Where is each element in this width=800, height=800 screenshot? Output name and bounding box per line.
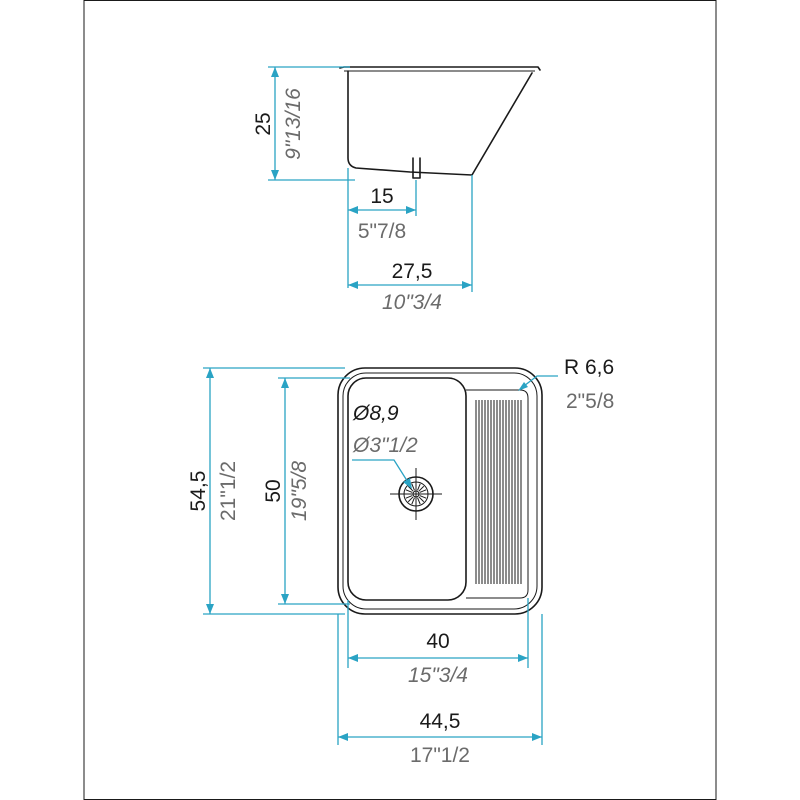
top-drain-in-label: Ø3"1/2: [352, 434, 418, 457]
drain-spoke: [407, 485, 414, 492]
side-width-arrow-left: [348, 281, 358, 289]
top-radius-in-label: 2"5/8: [566, 390, 614, 413]
drain-crosshair: [390, 468, 442, 520]
side-depth-dimension-line: [268, 66, 355, 181]
top-view: Ø8,9 Ø3"1/2 R 6,6 2"5/8 54,5 21"1/2 50 1…: [187, 356, 614, 767]
top-outer-width-dimension-line: [337, 614, 543, 745]
side-view-bowl-profile: [347, 70, 533, 176]
top-drain-leader-arrow: [403, 478, 412, 489]
drain-spoke: [417, 497, 421, 505]
top-outer-length-in-label: 21"1/2: [217, 461, 240, 521]
side-view-drain: [412, 157, 421, 179]
top-view-washboard-ribs: [475, 400, 522, 584]
side-width-cm-label: 27,5: [392, 260, 433, 283]
top-inner-width-cm-label: 40: [426, 630, 449, 653]
top-outer-width-arrow-left: [338, 733, 348, 741]
top-outer-width-arrow-right: [532, 733, 542, 741]
top-inner-width-arrow-left: [348, 654, 358, 662]
top-view-washboard-panel: [466, 389, 529, 599]
drawing-border: [83, 0, 717, 800]
side-view: 25 9"13/16 15 5"7/8 27,5 10"3/4: [252, 66, 541, 314]
top-view-inner-rim: [342, 372, 538, 610]
drain-spoke: [411, 497, 415, 505]
top-outer-width-cm-label: 44,5: [420, 710, 461, 733]
drain-spoke: [405, 489, 413, 493]
top-drain-cm-label: Ø8,9: [352, 402, 399, 425]
drain-spoke: [418, 496, 425, 503]
side-depth-arrow-top: [271, 67, 279, 77]
drain-spoke: [411, 483, 415, 491]
top-inner-length-arrow-bottom: [281, 594, 289, 604]
drain-spoke: [407, 496, 414, 503]
top-radius-leader-arrow: [518, 382, 528, 391]
top-outer-length-arrow-bottom: [206, 604, 214, 614]
top-inner-length-in-label: 19"5/8: [288, 461, 311, 521]
drain-spoke: [419, 495, 427, 499]
side-drain-offset-cm-label: 15: [370, 185, 393, 208]
side-drain-offset-in-label: 5"7/8: [358, 220, 406, 243]
top-inner-length-cm-label: 50: [262, 479, 285, 502]
side-width-arrow-right: [462, 281, 472, 289]
top-radius-cm-label: R 6,6: [564, 356, 614, 379]
top-outer-length-dimension-line: [203, 367, 345, 615]
top-outer-length-arrow-top: [206, 368, 214, 378]
top-view-outer-rim: [337, 367, 543, 615]
side-drain-offset-arrow-right: [406, 206, 416, 214]
drain-spoke: [419, 489, 427, 493]
top-outer-length-cm-label: 54,5: [187, 471, 210, 512]
side-drain-offset-arrow-left: [348, 206, 358, 214]
top-inner-length-arrow-top: [281, 378, 289, 388]
top-inner-length-dimension-line: [278, 377, 350, 605]
top-inner-width-in-label: 15"3/4: [408, 664, 468, 687]
top-inner-width-arrow-right: [518, 654, 528, 662]
side-depth-cm-label: 25: [252, 112, 275, 135]
top-view-basin: [347, 377, 467, 601]
side-width-in-label: 10"3/4: [382, 291, 442, 314]
side-depth-in-label: 9"13/16: [282, 88, 305, 160]
side-width-dimension-line: [348, 175, 473, 292]
side-depth-arrow-bottom: [271, 170, 279, 180]
drain-spoke: [417, 483, 421, 491]
drain-spoke: [405, 495, 413, 499]
side-view-rim: [339, 66, 541, 71]
drain-spoke: [418, 485, 425, 492]
top-inner-width-dimension-line: [347, 598, 529, 668]
top-drain-leader-line: [352, 459, 412, 488]
top-view-drain: [390, 468, 442, 520]
top-outer-width-in-label: 17"1/2: [410, 744, 470, 767]
